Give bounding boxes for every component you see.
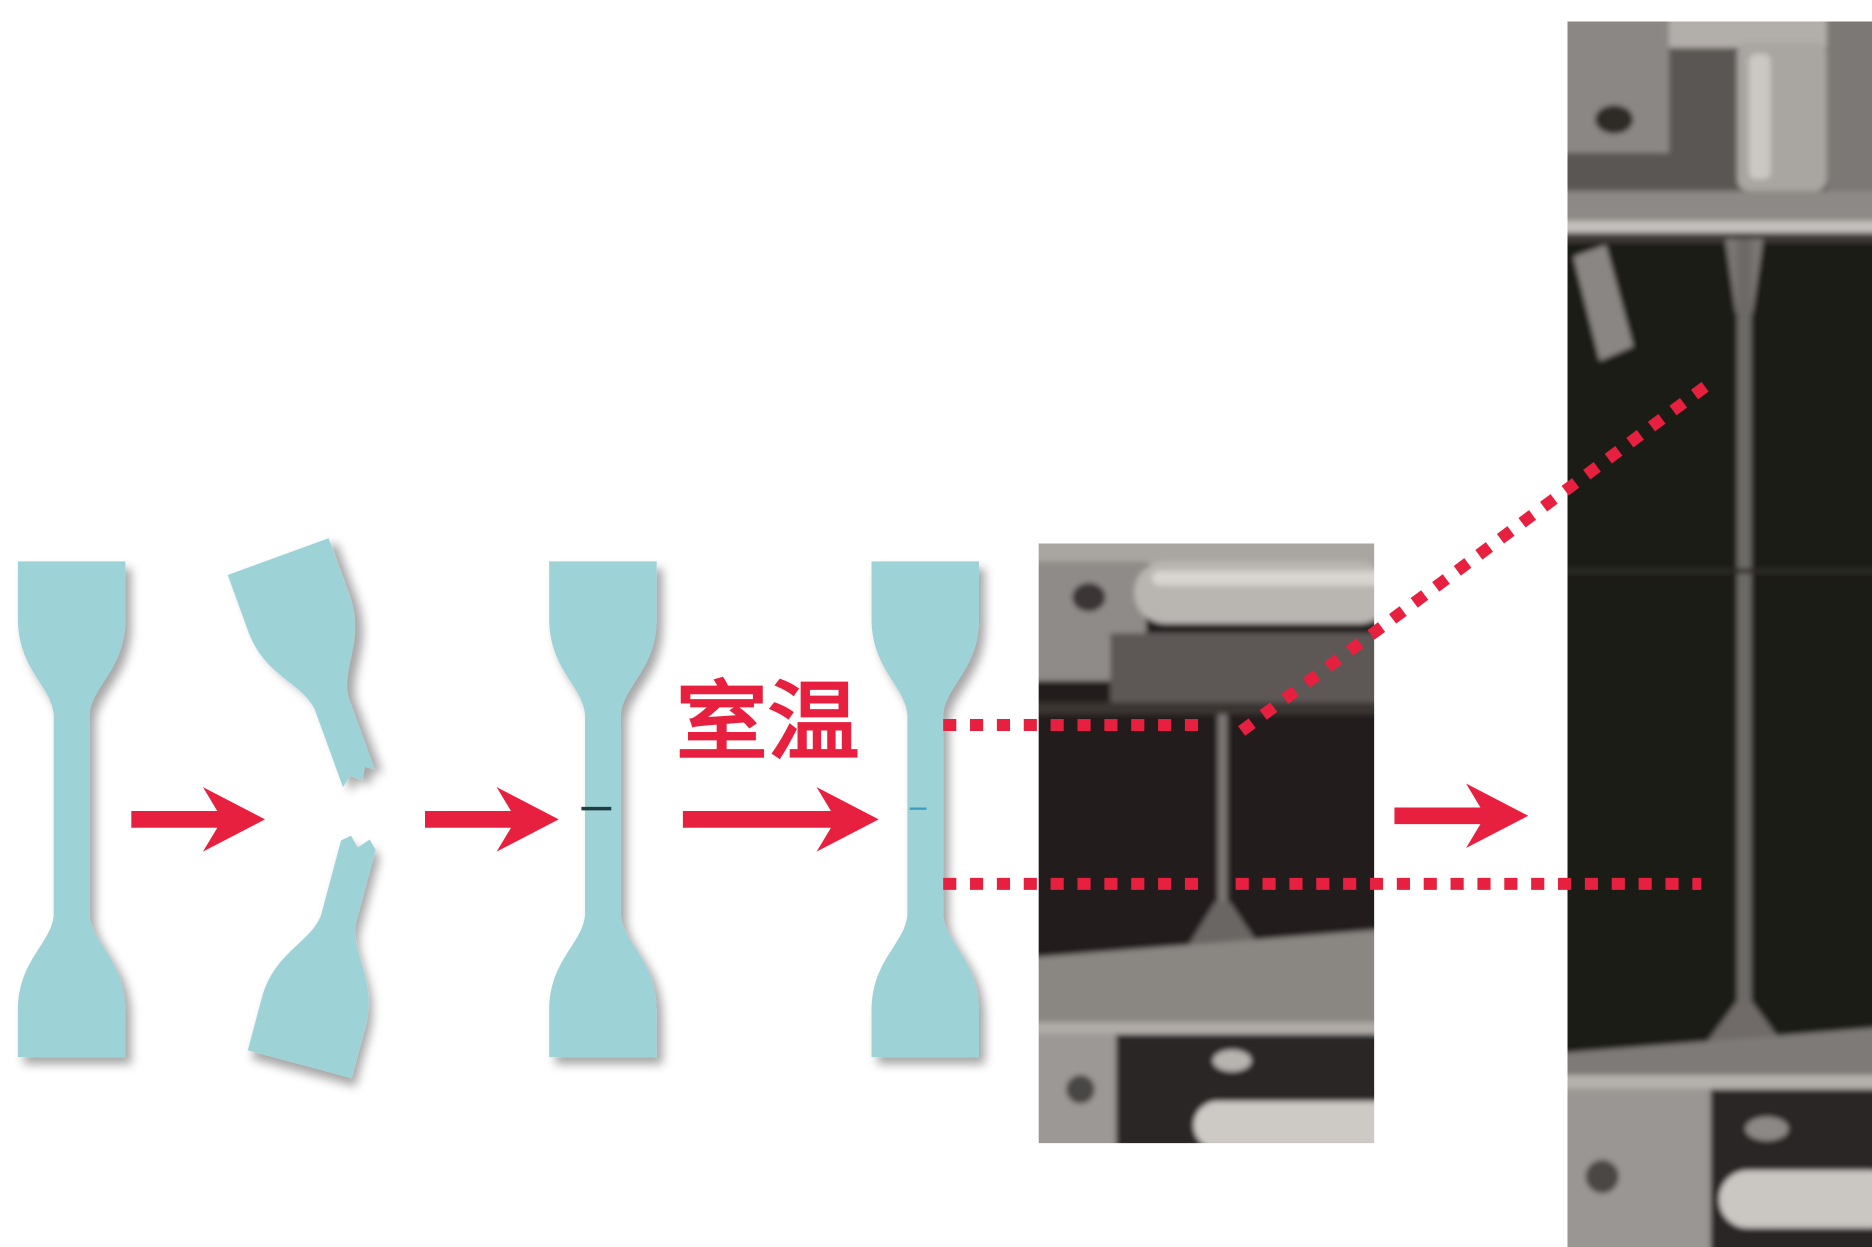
specimen-strand — [1217, 714, 1228, 906]
right-arrow-icon — [131, 787, 266, 852]
lower-platform — [1038, 930, 1375, 1030]
background-seam — [1567, 568, 1872, 574]
specimen-intact — [17, 561, 126, 1058]
upper-grip-plate — [1567, 191, 1872, 221]
lower-cylinder — [1719, 1170, 1872, 1228]
grip-plate-edge — [1038, 702, 1375, 715]
room-temperature-label: 室温 — [676, 672, 860, 772]
specimen-broken-upper-piece — [227, 538, 411, 800]
lower-bolt — [1745, 1116, 1789, 1141]
lower-bolt — [1212, 1049, 1252, 1072]
upper-grip-plate — [1110, 633, 1375, 708]
right-arrow-icon — [1394, 783, 1529, 849]
bolt-hole — [1585, 1159, 1619, 1194]
right-arrow-icon — [425, 787, 559, 852]
grip-plate-edge — [1567, 220, 1872, 233]
fixture-top-edge — [1038, 543, 1375, 565]
bolt-hole — [1072, 582, 1106, 612]
bolt-hole — [1595, 105, 1634, 134]
cylinder-highlight — [1749, 53, 1771, 180]
cylinder-highlight — [1152, 570, 1375, 586]
lower-cylinder — [1193, 1101, 1375, 1144]
lower-platform — [1567, 1028, 1872, 1082]
specimen-strand-stretched — [1737, 238, 1752, 1028]
platform-front-edge — [1567, 1075, 1872, 1090]
fixture-side-block — [1826, 21, 1872, 201]
strand-base — [1187, 901, 1260, 946]
strand-base — [1707, 1000, 1782, 1042]
bolt-hole — [1066, 1075, 1095, 1104]
photo-test-rig-small — [1038, 543, 1375, 1144]
platform-front-edge — [1038, 1022, 1375, 1035]
upper-cylinder — [1134, 561, 1375, 624]
dotted-guide-diagonal — [1238, 375, 1718, 736]
grip-plate-shadow — [1567, 232, 1872, 243]
fixture-block-lower — [1567, 1089, 1711, 1247]
side-rod — [1573, 244, 1634, 361]
specimen-broken-lower-piece — [247, 823, 413, 1079]
photo-test-rig-large — [1567, 21, 1872, 1247]
right-arrow-icon — [682, 787, 879, 852]
specimen-broken — [227, 538, 413, 1079]
